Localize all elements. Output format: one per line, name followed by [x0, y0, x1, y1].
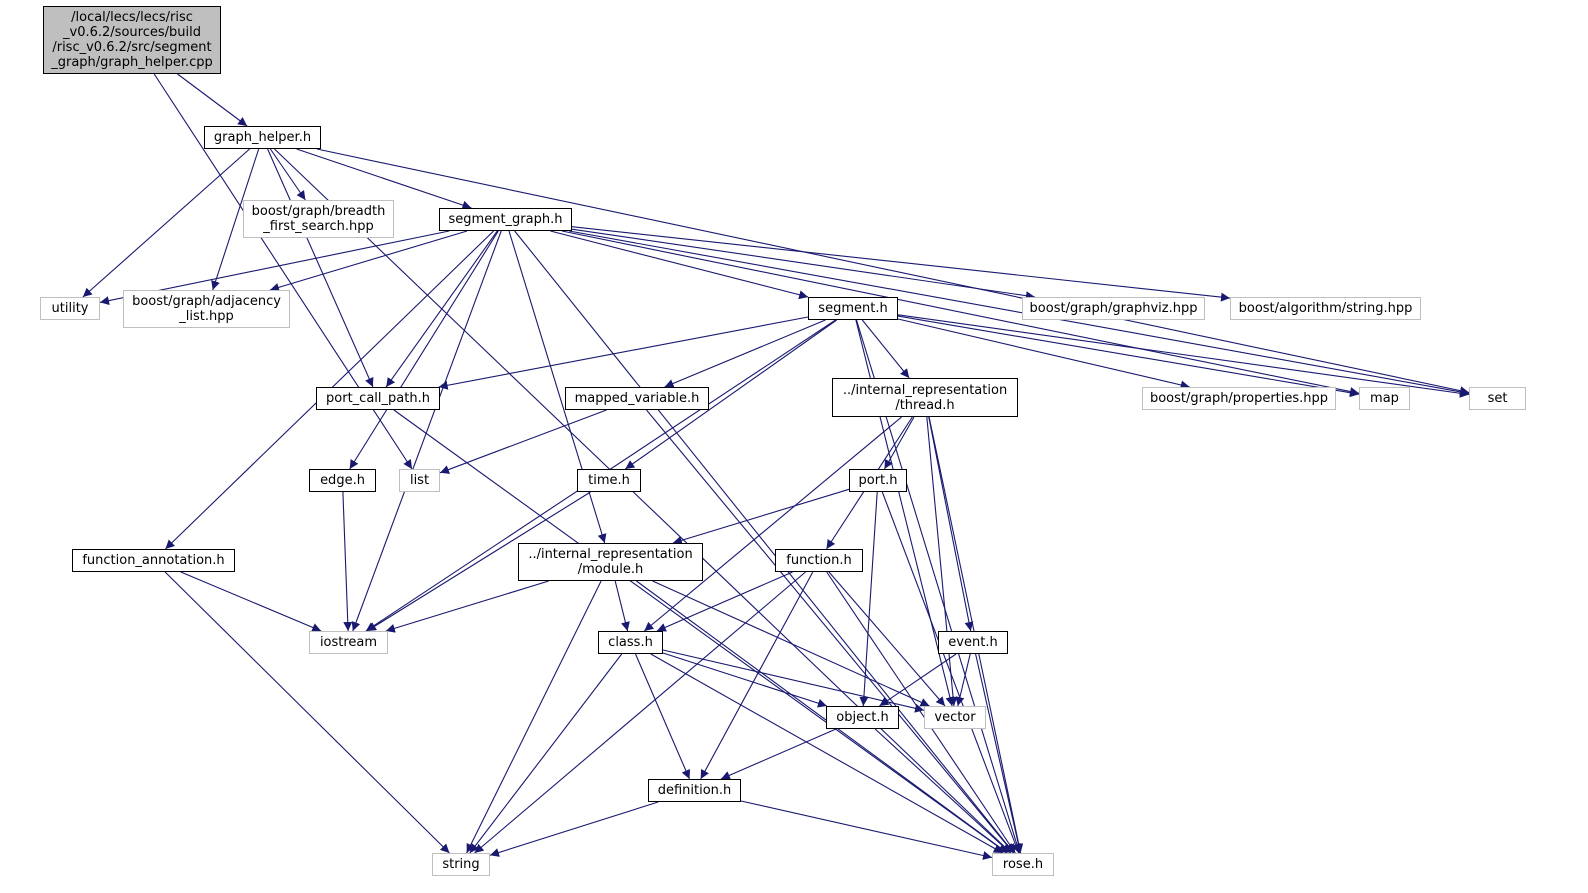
edge-time-h-to-iostream: [366, 491, 591, 632]
edge-class-h-to-definition-h: [634, 653, 691, 780]
edge-segment-h-to-mapped-variable-h: [664, 319, 826, 388]
edge-function-h-to-definition-h: [700, 571, 814, 780]
edge-mapped-variable-h-to-rose-h: [646, 409, 1014, 854]
edge-segment-h-to-set: [897, 314, 1470, 398]
edge-segment-h-to-port-call-path-h: [438, 316, 809, 390]
edge-segment-h-to-time-h: [624, 319, 838, 470]
edge-module-h-to-vector: [652, 580, 930, 707]
edge-definition-h-to-rose-h: [740, 800, 993, 860]
node-adjacency-list-hpp: boost/graph/adjacency _list.hpp: [123, 290, 290, 328]
edge-class-h-to-rose-h: [650, 653, 1003, 854]
edge-segment-graph-h-to-iostream: [351, 230, 502, 632]
node-event-h[interactable]: event.h: [938, 631, 1008, 654]
node-thread-h[interactable]: ../internal_representation /thread.h: [832, 378, 1018, 417]
edge-thread-h-to-event-h: [928, 416, 974, 632]
edge-segment-h-to-map: [897, 315, 1360, 398]
edge-root-to-graph-helper-h: [177, 73, 248, 127]
node-iostream: iostream: [309, 631, 388, 654]
edge-segment-h-to-properties-hpp: [897, 318, 1190, 390]
edge-graph-helper-h-to-adjacency-list-hpp: [211, 148, 260, 291]
node-properties-hpp: boost/graph/properties.hpp: [1142, 387, 1336, 410]
node-rose-h: rose.h: [992, 853, 1054, 876]
node-map: map: [1359, 387, 1410, 410]
edge-mapped-variable-h-to-list: [439, 409, 607, 474]
edge-event-h-to-object-h: [879, 653, 957, 707]
node-vector: vector: [924, 706, 986, 729]
edge-thread-h-to-vector: [926, 416, 958, 707]
node-set: set: [1469, 387, 1526, 410]
edge-graph-helper-h-to-set: [316, 148, 1470, 396]
edge-segment-graph-h-to-edge-h: [349, 230, 499, 470]
node-algorithm-string-hpp: boost/algorithm/string.hpp: [1230, 297, 1421, 320]
node-port-call-path-h[interactable]: port_call_path.h: [316, 387, 440, 410]
edge-function-h-to-class-h: [656, 571, 793, 632]
edge-segment-graph-h-to-segment-h: [550, 230, 809, 300]
edge-module-h-to-class-h: [614, 580, 630, 632]
edge-graph-helper-h-to-port-call-path-h: [267, 148, 374, 388]
edge-port-call-path-h-to-rose-h: [393, 409, 1008, 854]
edge-function-annotation-h-to-string: [164, 571, 450, 854]
node-bfs-hpp: boost/graph/breadth _first_search.hpp: [243, 200, 394, 238]
node-module-h[interactable]: ../internal_representation /module.h: [518, 543, 703, 581]
edge-graph-helper-h-to-bfs-hpp: [269, 148, 306, 201]
node-segment-graph-h[interactable]: segment_graph.h: [439, 208, 572, 231]
node-object-h[interactable]: object.h: [826, 706, 899, 729]
node-list: list: [399, 469, 440, 492]
node-segment-h[interactable]: segment.h: [808, 297, 898, 320]
edge-module-h-to-string: [466, 580, 602, 854]
node-definition-h[interactable]: definition.h: [648, 779, 741, 802]
edge-port-h-to-rose-h: [881, 491, 1020, 854]
edge-object-h-to-definition-h: [720, 728, 837, 780]
edge-port-h-to-module-h: [672, 488, 850, 545]
edge-segment-graph-h-to-rose-h: [514, 230, 1015, 854]
edge-port-h-to-object-h: [859, 491, 878, 707]
node-string: string: [432, 853, 490, 876]
edge-segment-graph-h-to-algorithm-string-hpp: [571, 226, 1231, 302]
edge-segment-h-to-thread-h: [861, 319, 910, 379]
edge-thread-h-to-port-h: [884, 416, 915, 470]
edge-module-h-to-iostream: [385, 580, 549, 633]
node-root[interactable]: /local/lecs/lecs/risc _v0.6.2/sources/bu…: [43, 6, 221, 74]
edge-function-annotation-h-to-iostream: [180, 571, 322, 632]
edge-graph-helper-h-to-segment-graph-h: [296, 148, 472, 210]
edge-graph-helper-h-to-utility: [82, 148, 250, 298]
edge-class-h-to-string: [469, 653, 623, 854]
node-function-h[interactable]: function.h: [775, 549, 863, 572]
edge-function-h-to-vector: [828, 571, 946, 707]
node-utility: utility: [40, 297, 100, 320]
node-port-h[interactable]: port.h: [849, 469, 907, 492]
edge-event-h-to-rose-h: [975, 653, 1023, 854]
node-time-h[interactable]: time.h: [577, 469, 641, 492]
edge-edge-h-to-iostream: [342, 491, 353, 632]
edge-thread-h-to-class-h: [643, 416, 902, 632]
edge-definition-h-to-string: [489, 801, 659, 857]
edge-module-h-to-rose-h: [636, 580, 1008, 854]
edge-segment-graph-h-to-adjacency-list-hpp: [269, 230, 468, 292]
edge-function-h-to-string: [474, 571, 806, 854]
edge-segment-graph-h-to-map: [561, 230, 1360, 396]
node-graphviz-hpp: boost/graph/graphviz.hpp: [1022, 297, 1205, 320]
edge-class-h-to-object-h: [662, 652, 828, 708]
node-graph-helper-h[interactable]: graph_helper.h: [204, 126, 321, 149]
edge-segment-graph-h-to-port-call-path-h: [385, 230, 498, 388]
node-class-h[interactable]: class.h: [598, 631, 663, 654]
node-edge-h[interactable]: edge.h: [309, 469, 376, 492]
edge-graph-helper-h-to-rose-h: [274, 148, 1012, 854]
edge-event-h-to-vector: [955, 653, 971, 707]
node-mapped-variable-h[interactable]: mapped_variable.h: [565, 387, 709, 410]
node-function-annotation-h[interactable]: function_annotation.h: [72, 549, 235, 572]
edge-segment-graph-h-to-graphviz-hpp: [571, 228, 1035, 301]
edge-segment-graph-h-to-set: [569, 230, 1470, 397]
edge-object-h-to-rose-h: [874, 728, 1011, 854]
